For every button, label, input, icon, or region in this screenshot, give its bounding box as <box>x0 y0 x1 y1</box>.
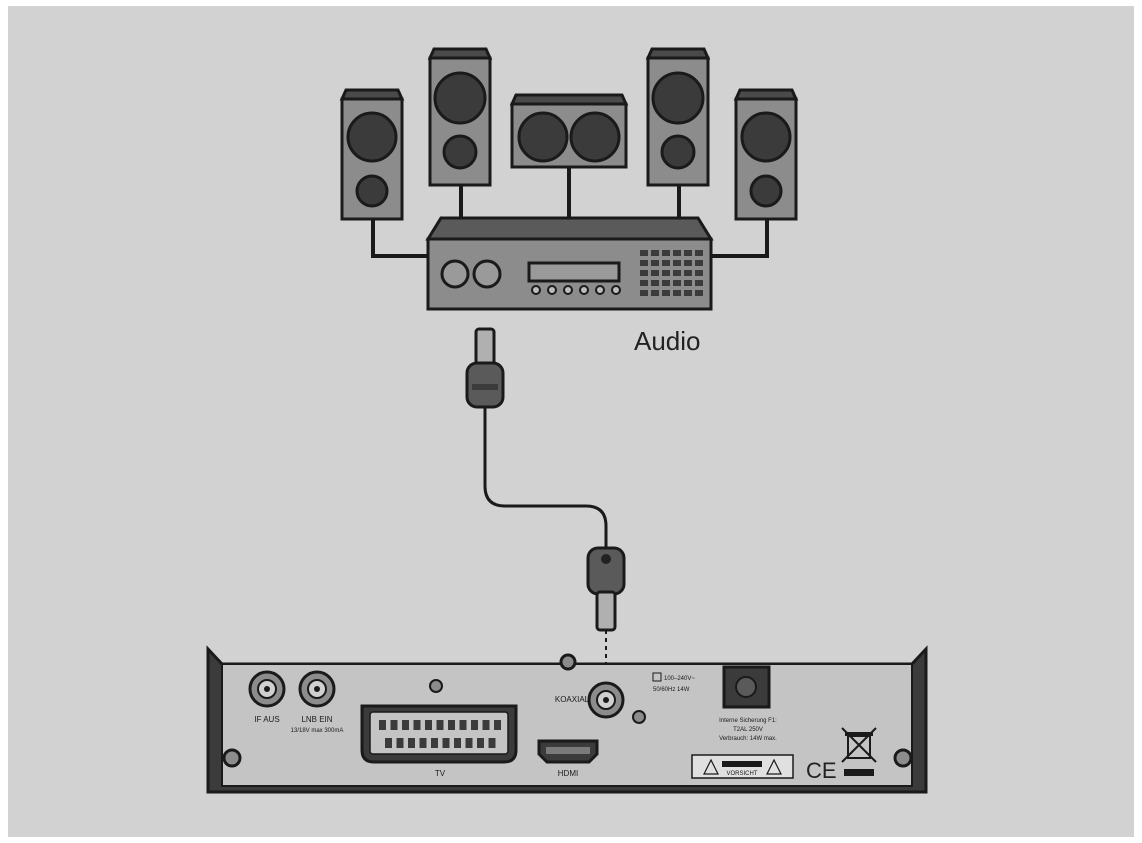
lnb-in-label: LNB EIN <box>301 715 332 724</box>
hdmi-port: HDMI <box>537 739 599 778</box>
keypad-key <box>673 280 681 286</box>
scart-pin <box>396 738 404 748</box>
audio-receiver <box>425 216 714 311</box>
scart-pin <box>477 738 484 748</box>
scart-pin <box>448 720 455 730</box>
hdmi-label: HDMI <box>558 769 578 778</box>
keypad-key <box>695 270 703 276</box>
scart-pin <box>425 720 432 730</box>
connection-diagram: .ol { stroke:#1a1a1a; stroke-width:3; } … <box>206 47 928 794</box>
power-line-2: 50/60Hz 14W <box>653 687 690 693</box>
scart-pin <box>494 720 501 730</box>
fuse-info: Interne Sicherung F1: T2AL 250V Verbrauc… <box>719 718 777 742</box>
tv-label: TV <box>435 769 446 778</box>
scart-pin <box>390 720 398 730</box>
keypad-key <box>684 280 692 286</box>
lnb-in-port: LNB EIN 13/18V max 300mA <box>291 670 344 734</box>
audio-label: Audio <box>634 326 701 356</box>
scart-pin <box>442 738 450 748</box>
speaker-rear-right <box>645 47 711 187</box>
scart-pin <box>436 720 444 730</box>
if-out-label: IF AUS <box>254 715 279 724</box>
speaker-front-left <box>339 88 405 221</box>
warning-triangle-icon <box>703 758 719 775</box>
scart-pin <box>465 738 473 748</box>
keypad-key <box>684 290 692 296</box>
keypad-key <box>651 260 659 266</box>
keypad-key <box>673 250 681 256</box>
scart-pin <box>379 720 386 730</box>
scart-pin <box>419 738 427 748</box>
keypad-key <box>673 270 681 276</box>
if-out-port: IF AUS <box>248 670 286 724</box>
keypad-key <box>662 250 670 256</box>
fuse-line-2: T2AL 250V <box>733 727 763 733</box>
keypad-key <box>662 290 670 296</box>
ce-mark: CE <box>806 758 837 783</box>
speaker-center <box>509 93 629 169</box>
keypad-key <box>651 280 659 286</box>
fuse-line-1: Interne Sicherung F1: <box>719 718 777 724</box>
scart-pin <box>454 738 461 748</box>
keypad-key <box>651 250 659 256</box>
power-info: 100–240V~ 50/60Hz 14W <box>652 672 695 693</box>
keypad-key <box>662 280 670 286</box>
lnb-in-sublabel: 13/18V max 300mA <box>291 728 344 734</box>
coaxial-label: KOAXIAL <box>555 695 590 704</box>
keypad-key <box>684 270 692 276</box>
keypad-key <box>662 260 670 266</box>
set-top-box: IF AUS LNB EIN 13/18V max 300mA TV HDMI … <box>206 645 928 794</box>
keypad-key <box>662 270 670 276</box>
scart-pin <box>413 720 421 730</box>
warning-triangle-icon <box>766 758 782 775</box>
diagram-canvas: .ol { stroke:#1a1a1a; stroke-width:3; } … <box>8 6 1134 837</box>
scart-port: TV <box>360 704 518 778</box>
keypad-key <box>695 250 703 256</box>
weee-bin-icon <box>841 727 877 776</box>
keypad-key <box>673 290 681 296</box>
scart-pin <box>482 720 490 730</box>
scart-pins <box>379 720 501 748</box>
scart-pin <box>385 738 392 748</box>
keypad-key <box>684 260 692 266</box>
keypad-key <box>651 290 659 296</box>
scart-pin <box>402 720 409 730</box>
speaker-rear-left <box>427 47 493 187</box>
keypad-key <box>640 250 648 256</box>
rca-cable <box>465 327 626 684</box>
keypad-key <box>640 280 648 286</box>
power-socket <box>722 665 771 709</box>
keypad-key <box>640 270 648 276</box>
receiver-buttons <box>531 285 621 295</box>
coaxial-port: KOAXIAL <box>555 681 625 719</box>
scart-pin <box>459 720 467 730</box>
warning-label: VORSICHT <box>691 754 794 779</box>
keypad-key <box>640 260 648 266</box>
warning-text: VORSICHT <box>726 771 757 777</box>
scart-pin <box>471 720 478 730</box>
keypad-key <box>673 260 681 266</box>
keypad-key <box>684 250 692 256</box>
keypad-key <box>640 290 648 296</box>
receiver-keypad <box>640 250 703 296</box>
scart-pin <box>431 738 438 748</box>
power-line-1: 100–240V~ <box>664 676 695 682</box>
scart-pin <box>488 738 496 748</box>
scart-pin <box>408 738 415 748</box>
speaker-front-right <box>733 88 799 221</box>
fuse-line-3: Verbrauch: 14W max. <box>719 736 777 742</box>
speaker-cables <box>371 166 769 258</box>
keypad-key <box>695 290 703 296</box>
keypad-key <box>651 270 659 276</box>
keypad-key <box>695 260 703 266</box>
keypad-key <box>695 280 703 286</box>
